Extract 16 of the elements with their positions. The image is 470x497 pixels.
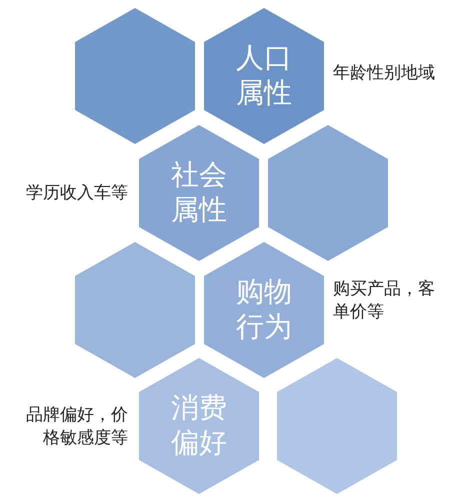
hexagon: [204, 8, 324, 144]
hexagon: [75, 242, 195, 378]
hexagon-label: 消费偏好: [170, 392, 228, 461]
hexagon: [277, 358, 397, 494]
hexagon: [204, 242, 324, 378]
side-note: 年龄性别地域: [333, 62, 436, 84]
hexagon: [139, 125, 259, 261]
hexagon-label: 人口属性: [234, 42, 293, 111]
hexagon: [75, 8, 195, 144]
side-note: 购买产品，客单价等: [333, 278, 436, 323]
hexagon-label: 社会属性: [170, 159, 228, 228]
hexagon: [139, 358, 259, 494]
hexagon: [268, 125, 388, 261]
side-note: 品牌偏好，价格敏感度等: [25, 404, 128, 449]
side-note: 学历收入车等: [25, 182, 128, 204]
hexagon-label: 购物行为: [234, 276, 293, 345]
